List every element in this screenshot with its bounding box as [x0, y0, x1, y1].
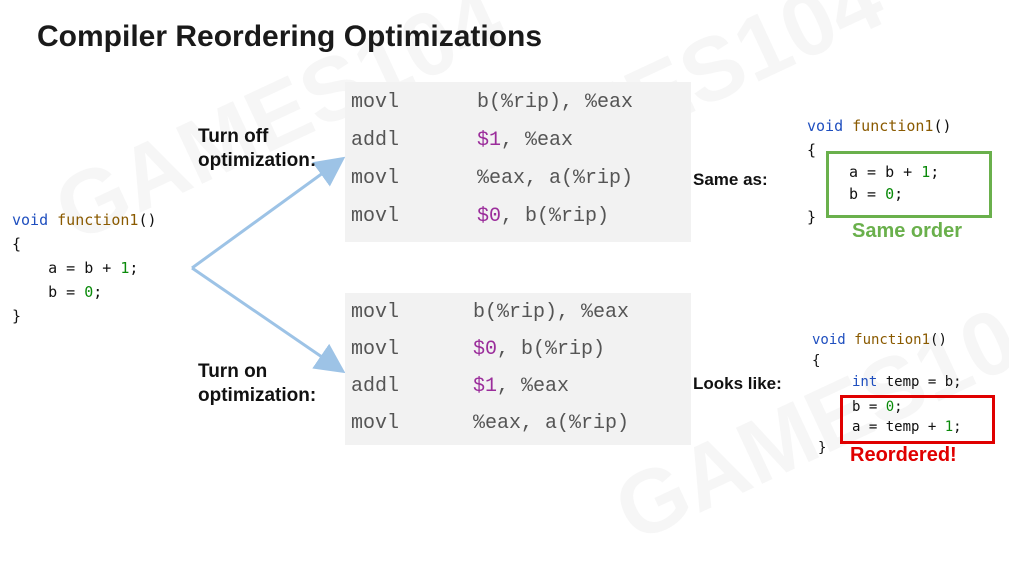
reordered-signature: void function1(): [812, 329, 947, 351]
same-line-1: a = b + 1;: [849, 163, 940, 181]
parens: (): [138, 211, 157, 229]
page-title: Compiler Reordering Optimizations: [37, 20, 543, 53]
turn-off-label: Turn off optimization:: [198, 126, 317, 171]
same-signature: void function1(): [807, 114, 952, 138]
asm-optimized-box: movl b(%rip), %eax movl $0, b(%rip) addl…: [345, 293, 691, 445]
keyword: void: [807, 117, 844, 135]
same-code-body: a = b + 1; b = 0;: [849, 161, 939, 205]
same-open-brace: {: [807, 141, 817, 159]
source-open-brace: {: [12, 235, 22, 253]
same-close-brace: }: [807, 208, 817, 226]
source-code-block: void function1() { a = b + 1; b = 0; }: [12, 208, 157, 328]
parens: (): [933, 117, 952, 135]
reordered-code-body: b = 0; a = temp + 1;: [852, 397, 962, 437]
reordered-caption: Reordered!: [850, 444, 957, 466]
same-order-highlight: [826, 151, 992, 218]
source-line-1: a = b + 1;: [12, 256, 157, 280]
turn-on-label: Turn on optimization:: [198, 361, 317, 406]
parens: (): [930, 332, 947, 348]
looks-like-label: Looks like:: [693, 374, 782, 393]
source-line-2: b = 0;: [12, 280, 157, 304]
source-close-brace: }: [12, 307, 22, 325]
keyword: void: [812, 332, 846, 348]
arrow-down: [191, 266, 346, 374]
same-code-block: void function1() {: [807, 114, 952, 162]
code-text: ;: [93, 283, 103, 301]
function-name: function1: [845, 332, 931, 348]
reordered-line-1: b = 0;: [852, 399, 903, 415]
same-as-label: Same as:: [693, 170, 768, 189]
reordered-highlight: [840, 395, 995, 444]
code-literal: 1: [120, 259, 130, 277]
code-text: ;: [129, 259, 139, 277]
reordered-code-block: void function1() {: [812, 329, 947, 371]
keyword: void: [12, 211, 49, 229]
reordered-line-2: a = temp + 1;: [852, 419, 962, 435]
code-literal: 0: [84, 283, 94, 301]
function-name: function1: [48, 211, 139, 229]
function-name: function1: [843, 117, 934, 135]
reordered-open-brace: {: [812, 353, 821, 369]
source-signature: void function1(): [12, 208, 157, 232]
same-order-caption: Same order: [852, 220, 963, 242]
code-text: b =: [12, 283, 85, 301]
reordered-line-0: int temp = b;: [852, 374, 962, 390]
arrow-up: [191, 156, 346, 270]
same-line-2: b = 0;: [849, 185, 904, 203]
reordered-close-brace: }: [818, 440, 827, 456]
branch-arrows: [191, 156, 346, 374]
asm-unoptimized-box: movl b(%rip), %eax addl $1, %eax movl %e…: [345, 82, 691, 242]
code-text: a = b +: [12, 259, 121, 277]
